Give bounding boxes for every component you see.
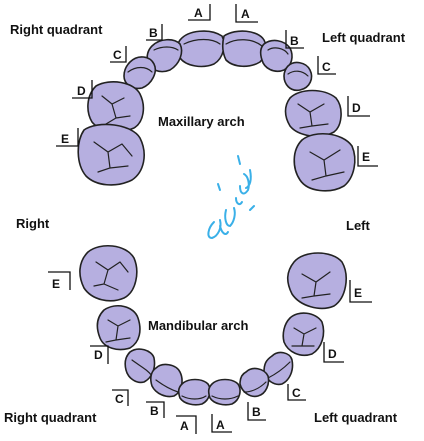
lower-right-b-marker: B — [146, 402, 164, 418]
left-side-label: Left — [346, 218, 371, 233]
svg-text:A: A — [180, 419, 189, 433]
svg-text:D: D — [77, 84, 86, 98]
upper-right-a-marker: A — [188, 4, 210, 20]
svg-text:A: A — [194, 6, 203, 20]
right-side-label: Right — [16, 216, 50, 231]
handwritten-scribble — [208, 156, 254, 238]
svg-text:C: C — [113, 48, 122, 62]
svg-text:C: C — [115, 392, 124, 406]
lower-right-central-incisor — [179, 380, 210, 405]
upper-right-d-marker: D — [72, 80, 92, 98]
upper-right-e-marker: E — [56, 128, 78, 146]
lower-right-second-molar — [80, 246, 137, 301]
lower-right-a-marker: A — [176, 416, 196, 434]
maxillary-arch-label: Maxillary arch — [158, 114, 245, 129]
lower-left-e-marker: E — [350, 280, 372, 302]
upper-left-a-marker: A — [236, 4, 258, 22]
lower-right-quadrant-label: Right quadrant — [4, 410, 97, 425]
svg-text:A: A — [241, 7, 250, 21]
svg-text:C: C — [322, 60, 331, 74]
svg-text:E: E — [61, 132, 69, 146]
lower-right-d-marker: D — [90, 346, 108, 364]
lower-left-c-marker: C — [288, 384, 306, 400]
svg-text:D: D — [94, 348, 103, 362]
upper-right-c-marker: C — [110, 46, 126, 62]
upper-right-central-incisor — [177, 31, 224, 66]
lower-right-first-molar — [97, 306, 140, 350]
svg-text:B: B — [150, 404, 159, 418]
lower-right-c-marker: C — [112, 390, 128, 406]
lower-left-quadrant-label: Left quadrant — [314, 410, 398, 425]
svg-text:B: B — [149, 26, 158, 40]
svg-text:B: B — [290, 34, 299, 48]
upper-left-e-marker: E — [358, 146, 378, 166]
upper-right-canine — [124, 57, 155, 88]
upper-right-first-molar — [88, 82, 143, 132]
lower-left-central-incisor — [209, 380, 240, 405]
upper-left-central-incisor — [223, 31, 266, 66]
upper-left-d-marker: D — [348, 96, 370, 116]
svg-text:D: D — [328, 347, 337, 361]
svg-text:C: C — [292, 386, 301, 400]
upper-left-canine — [284, 63, 312, 91]
mandibular-arch-label: Mandibular arch — [148, 318, 248, 333]
svg-text:A: A — [216, 418, 225, 432]
lower-left-b-marker: B — [248, 402, 266, 420]
lower-right-e-marker: E — [48, 272, 70, 291]
upper-right-b-marker: B — [146, 24, 162, 40]
svg-text:D: D — [352, 101, 361, 115]
upper-right-second-molar — [78, 124, 144, 184]
svg-text:E: E — [362, 150, 370, 164]
lower-left-a-marker: A — [212, 414, 232, 432]
upper-left-first-molar — [286, 91, 342, 137]
svg-text:E: E — [354, 286, 362, 300]
svg-text:B: B — [252, 405, 261, 419]
svg-text:E: E — [52, 277, 60, 291]
lower-left-d-marker: D — [324, 342, 344, 362]
upper-right-quadrant-label: Right quadrant — [10, 22, 103, 37]
upper-left-c-marker: C — [318, 56, 336, 74]
upper-left-quadrant-label: Left quadrant — [322, 30, 406, 45]
